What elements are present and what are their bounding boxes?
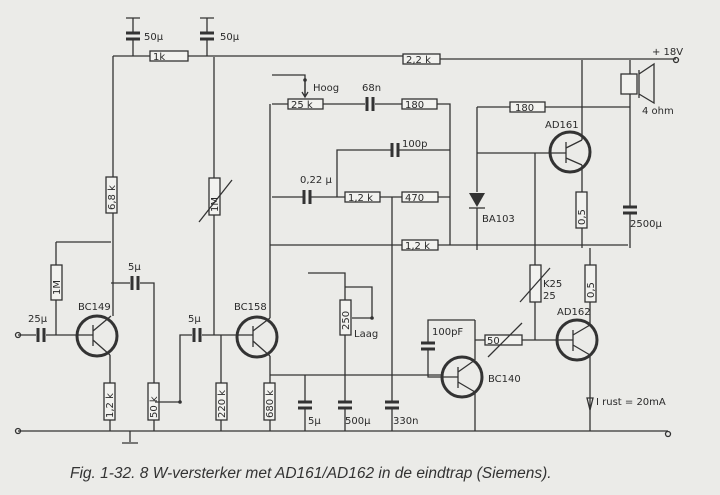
resistor-label: 250 [341, 311, 352, 330]
resistor-label: 220 k [217, 390, 228, 418]
resistor-label: 1k [153, 52, 165, 63]
figure-caption: Fig. 1-32. 8 W-versterker met AD161/AD16… [70, 465, 552, 482]
cap-label: 0,22 µ [300, 175, 332, 186]
transistors [75, 130, 599, 399]
cap-label: 50µ [220, 32, 240, 43]
input-terminal [14, 331, 22, 339]
resistor-label: 2,2 k [406, 55, 431, 66]
cap-label: 5µ [128, 262, 141, 273]
transistor-ad162 [555, 318, 599, 362]
transistor-bc158 [235, 315, 279, 359]
capacitors [36, 31, 637, 410]
resistor-label: 1M [210, 197, 221, 212]
resistor-label: 50 k [149, 396, 160, 418]
tone-low-label: Laag [354, 329, 378, 340]
diode-label: BA103 [482, 214, 515, 225]
transistor-ad161 [548, 130, 592, 174]
cap-label: 330n [393, 416, 418, 427]
transistor-bc140 [440, 355, 484, 399]
resistor-label: 1M [52, 280, 63, 295]
cap-label: 500µ [345, 416, 371, 427]
quiescent-current-label: I rust = 20mA [596, 397, 666, 408]
resistor-label: 0,5 [577, 209, 588, 225]
transistor-label: BC149 [78, 302, 111, 313]
supply-label: + 18V [652, 47, 683, 58]
resistor-label: 1,2 k [405, 241, 430, 252]
speaker-icon [620, 62, 655, 105]
supply-terminal [672, 56, 680, 64]
transistor-bc149 [75, 314, 119, 358]
transistor-label: AD161 [545, 120, 579, 131]
thermistor-value: 25 [543, 291, 556, 302]
cap-label: 2500µ [630, 219, 662, 230]
resistor-label: 50 [487, 336, 500, 347]
transistor-label: AD162 [557, 307, 591, 318]
tone-high-label: Hoog [313, 83, 339, 94]
resistor-label: 6,8 k [107, 185, 118, 210]
cap-label: 100pF [432, 327, 463, 338]
resistors [50, 50, 597, 421]
diode-ba103 [469, 193, 485, 209]
resistor-label: 680 k [265, 390, 276, 418]
resistor-label: 180 [405, 100, 424, 111]
cap-label: 50µ [144, 32, 164, 43]
resistor-label: 1,2 k [348, 193, 373, 204]
cap-label: 68n [362, 83, 381, 94]
resistor-label: 180 [515, 103, 534, 114]
cap-label: 25µ [28, 314, 48, 325]
cap-label: 100p [402, 139, 427, 150]
speaker-label: 4 ohm [642, 106, 674, 117]
input-ground-terminal [14, 427, 22, 435]
resistor-label: 470 [405, 193, 424, 204]
transistor-label: BC158 [234, 302, 267, 313]
cap-label: 5µ [188, 314, 201, 325]
resistor-label: 0,5 [586, 282, 597, 298]
resistor-label: 25 k [291, 100, 313, 111]
ground-terminal [664, 430, 672, 438]
wires [18, 17, 676, 444]
transistor-label: BC140 [488, 374, 521, 385]
resistor-label: 1,2 k [105, 393, 116, 418]
cap-label: 5µ [308, 416, 321, 427]
thermistor-label: K25 [543, 279, 562, 290]
